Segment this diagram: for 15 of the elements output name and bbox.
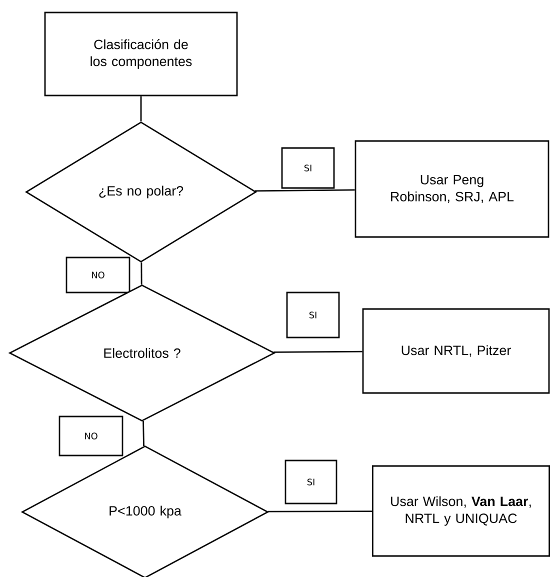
process-box: Clasificación de los componentes — [44, 12, 238, 96]
answer-box: SI — [284, 460, 338, 504]
answer-box: NO — [66, 256, 130, 294]
connector-line — [140, 96, 142, 122]
process-box: Usar Peng Robinson, SRJ, APL — [354, 140, 550, 238]
connector-line — [268, 510, 372, 512]
connector-line — [142, 421, 144, 446]
connector-line — [254, 189, 355, 192]
connector-line — [140, 262, 142, 285]
process-box: Usar NRTL, Pitzer — [362, 308, 550, 394]
answer-box: SI — [281, 147, 335, 189]
process-box: Usar Wilson, Van Laar, NRTL y UNIQUAC — [372, 465, 550, 557]
answer-box: NO — [58, 416, 124, 456]
answer-box: SI — [286, 292, 340, 338]
connector-line — [274, 350, 362, 353]
